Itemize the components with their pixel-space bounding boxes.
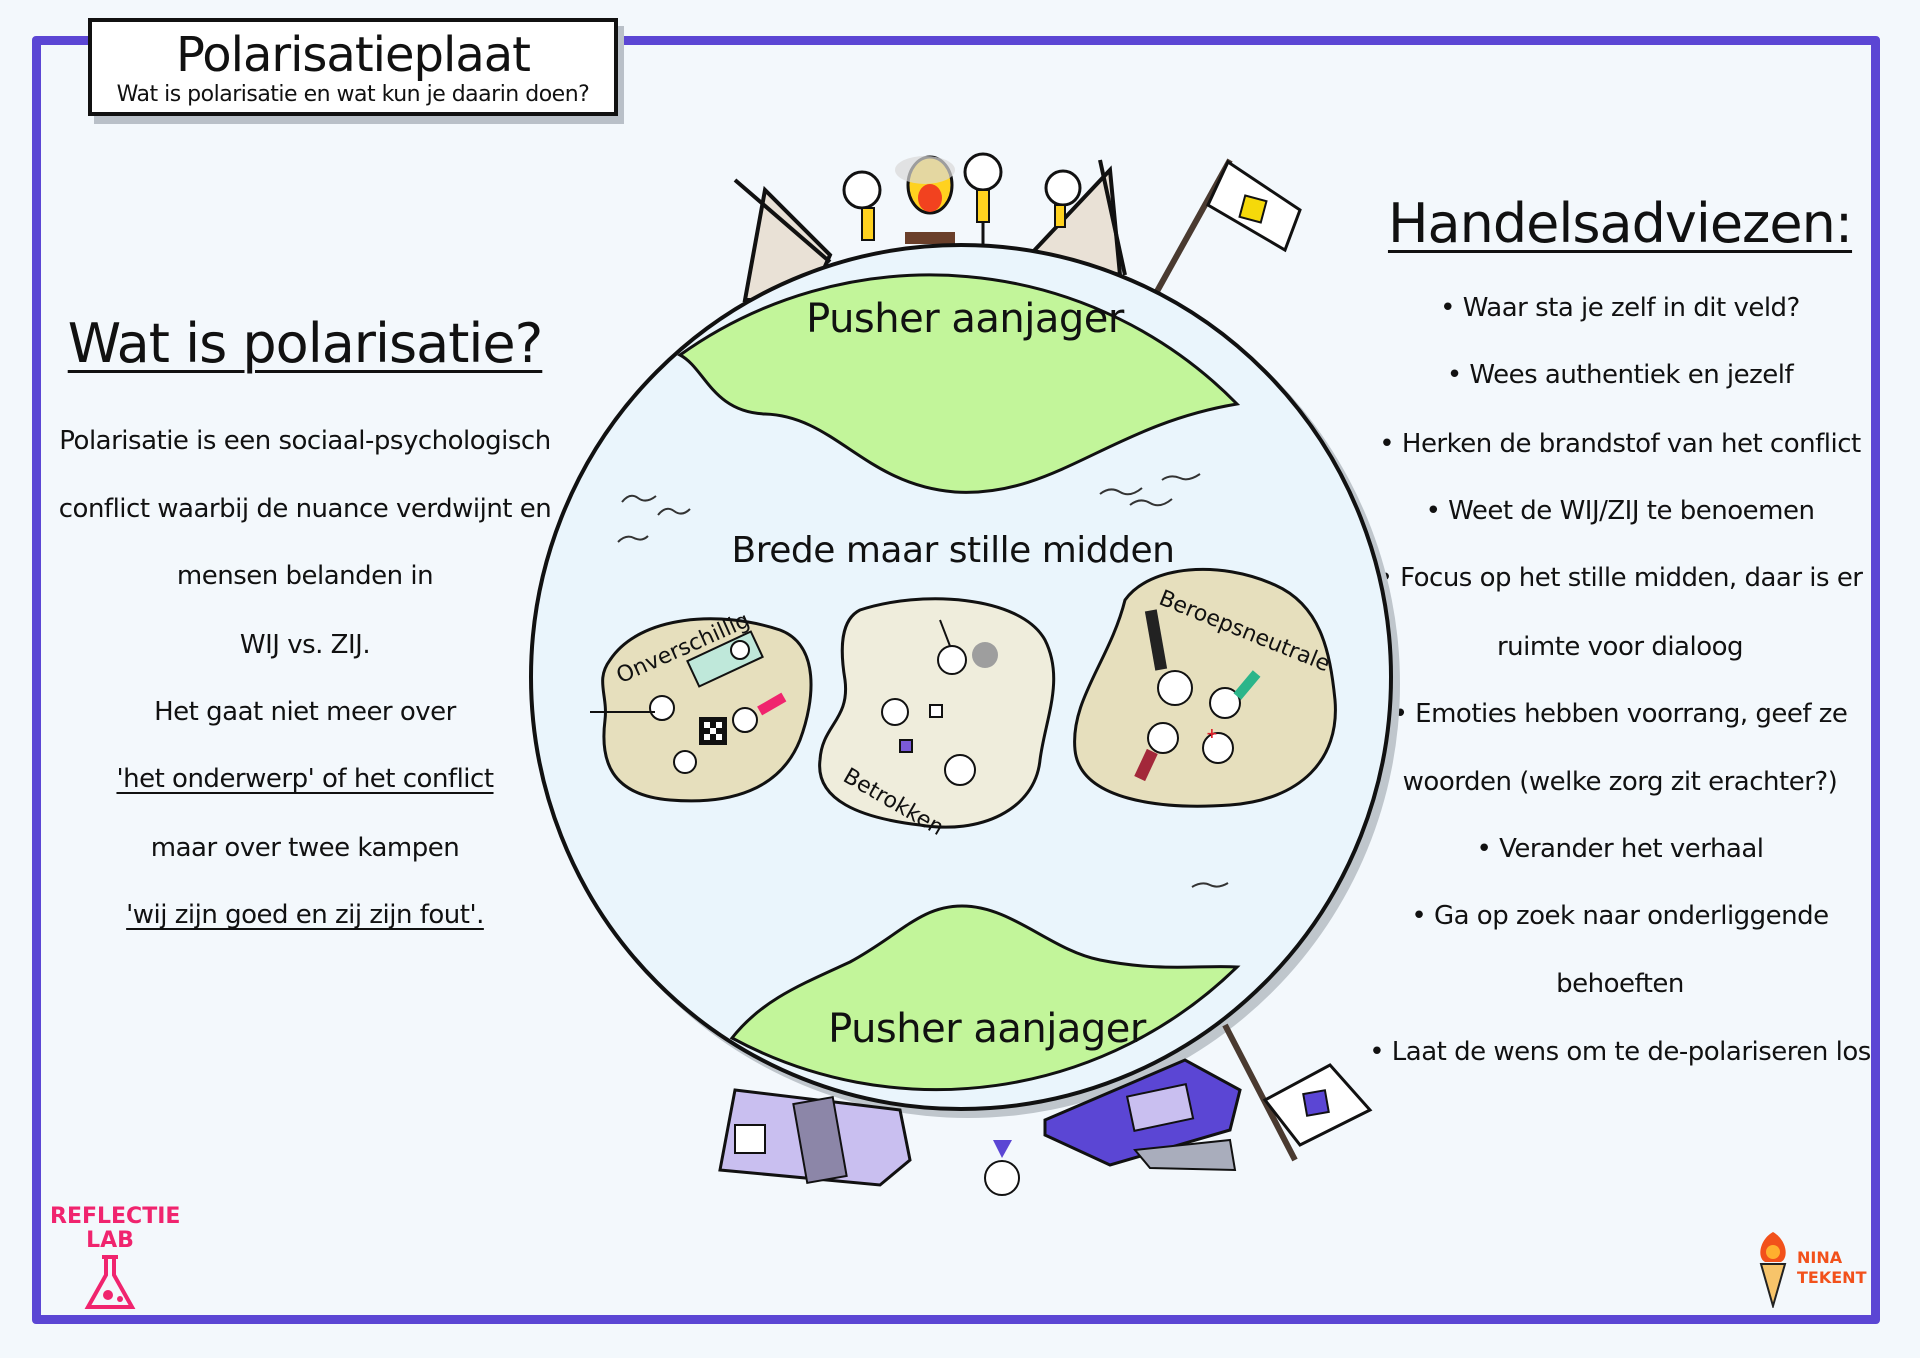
left-line: 'het onderwerp' of het conflict [116, 764, 494, 794]
svg-text:+: + [1206, 726, 1218, 742]
person-icon [881, 698, 943, 753]
advice-line: ruimte voor dialoog [1496, 632, 1744, 662]
left-line: 'wij zijn goed en zij zijn fout'. [126, 900, 484, 930]
advice-line: • Emoties hebben voorrang, geef ze [1392, 699, 1848, 729]
person-icon [686, 630, 764, 688]
title-box: Polarisatieplaat Wat is polarisatie en w… [88, 18, 618, 116]
advice-line: • Wees authentiek en jezelf [1446, 360, 1794, 390]
boat-left-icon [718, 1088, 912, 1187]
page-subtitle: Wat is polarisatie en wat kun je daarin … [116, 82, 590, 107]
chessboard-icon [699, 717, 727, 745]
advice-line: woorden (welke zorg zit erachter?) [1402, 767, 1838, 797]
blob-onverschillig [601, 617, 813, 803]
top-pusher-zone [677, 273, 1241, 494]
blob-beroepsneutrale [1073, 567, 1337, 808]
purple-frame [32, 36, 1880, 1324]
left-line: mensen belanden in [176, 561, 434, 591]
person-icon [937, 619, 998, 675]
logo-text: NINA [1797, 1248, 1843, 1267]
person-icon [963, 152, 1003, 250]
left-heading: Wat is polarisatie? [67, 312, 544, 375]
person-icon [732, 692, 787, 733]
person-icon [1134, 722, 1179, 782]
bottom-pusher-label: Pusher aanjager [828, 1006, 1146, 1052]
person-icon [673, 750, 697, 774]
middle-label: Brede maar stille midden [731, 530, 1175, 571]
logo-text: LAB [86, 1228, 134, 1253]
bottom-pusher-zone [729, 904, 1241, 1092]
advice-line: behoeften [1556, 969, 1684, 999]
flag-top-icon [1152, 158, 1302, 297]
flask-icon [84, 1255, 136, 1309]
person-icon [1209, 670, 1261, 719]
top-pusher-label: Pusher aanjager [806, 296, 1124, 342]
left-line: maar over twee kampen [150, 833, 460, 863]
nurse-icon: + [1202, 726, 1234, 764]
person-icon [842, 170, 882, 241]
person-icon [590, 695, 675, 721]
advice-line: • Herken de brandstof van het conflict [1379, 429, 1861, 459]
person-icon [984, 1140, 1020, 1196]
left-line: WIJ vs. ZIJ. [239, 630, 371, 660]
wave-marks [617, 473, 1229, 888]
ice-cream-icon [1759, 1232, 1787, 1308]
page-title: Polarisatieplaat [176, 27, 531, 83]
advice-line: • Focus op het stille midden, daar is er [1377, 563, 1863, 593]
flag-bottom-icon [1222, 1023, 1373, 1162]
person-icon [1144, 609, 1193, 706]
person-icon [944, 754, 976, 786]
advice-line: • Laat de wens om te de-polariseren los [1369, 1037, 1871, 1067]
logo-text: TEKENT [1797, 1268, 1867, 1287]
reflectie-lab-logo: REFLECTIE LAB [50, 1204, 181, 1319]
advice-line: • Waar sta je zelf in dit veld? [1440, 293, 1800, 323]
boat-right-icon [1043, 1058, 1242, 1172]
advice-line: • Weet de WIJ/ZIJ te benoemen [1425, 496, 1815, 526]
left-line: Het gaat niet meer over [154, 697, 456, 727]
logo-text: REFLECTIE [50, 1204, 181, 1229]
campfire-icon [895, 155, 955, 244]
right-heading: Handelsadviezen: [1387, 192, 1853, 255]
advice-line: • Ga op zoek naar onderliggende [1411, 901, 1829, 931]
advice-line: • Verander het verhaal [1476, 834, 1764, 864]
person-icon [1044, 169, 1082, 228]
left-line: conflict waarbij de nuance verdwijnt en [58, 494, 552, 524]
left-line: Polarisatie is een sociaal-psychologisch [59, 426, 551, 456]
